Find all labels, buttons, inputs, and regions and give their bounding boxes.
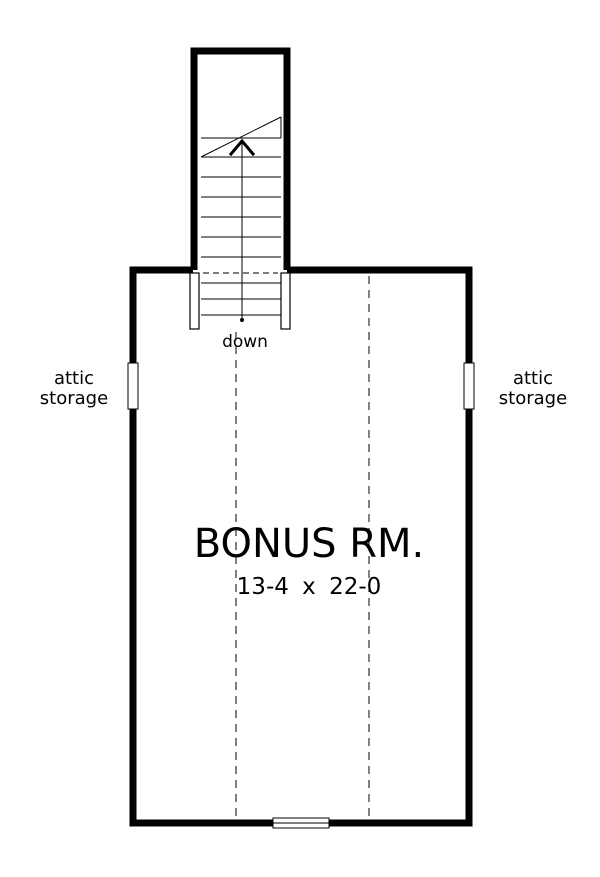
left-storage-line-2: storage <box>39 388 109 410</box>
right-storage-line-2: storage <box>498 388 568 410</box>
right-window <box>463 362 475 410</box>
stair-walls <box>190 47 291 270</box>
left-storage-label: attic storage <box>28 368 120 410</box>
right-storage-line-1: attic <box>512 368 554 389</box>
stair-treads <box>200 116 282 316</box>
up-arrow-icon <box>228 138 256 322</box>
stair-rail-posts <box>189 272 291 330</box>
stair-label: down <box>222 332 268 352</box>
left-storage-line-1: attic <box>53 368 95 389</box>
right-storage-label: attic storage <box>483 368 583 410</box>
room-dimensions: 13-4 x 22-0 <box>236 574 382 600</box>
knee-wall-lines <box>235 276 370 818</box>
left-window <box>127 362 139 410</box>
bottom-window <box>272 817 330 829</box>
room-name: BONUS RM. <box>193 521 425 567</box>
